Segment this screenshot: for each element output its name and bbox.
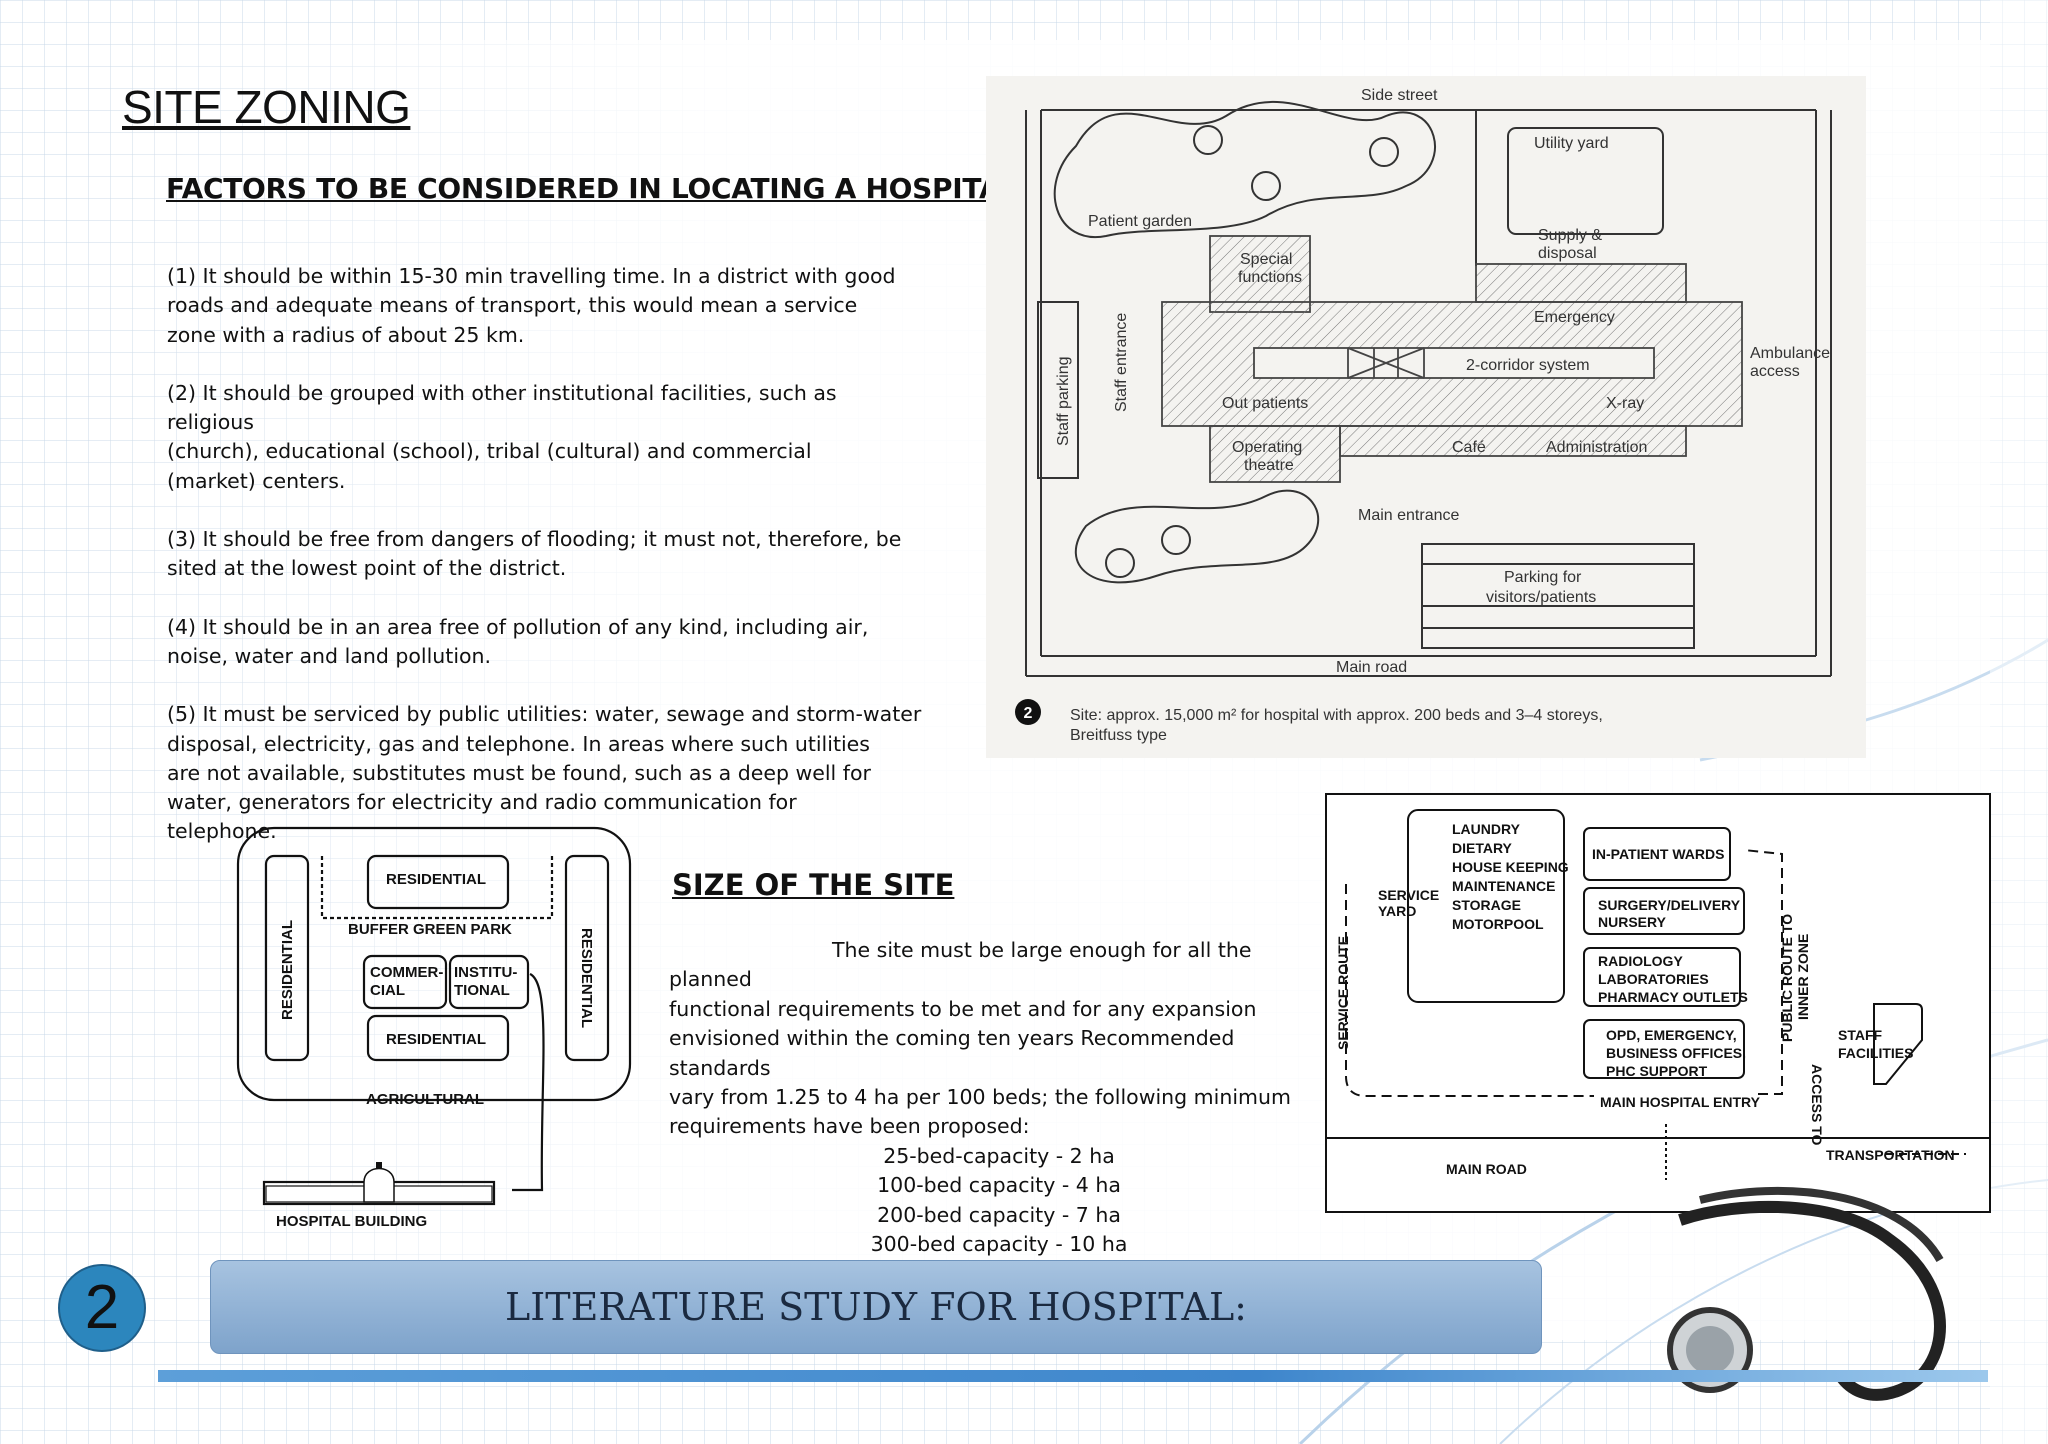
capacity-item: 300-bed capacity - 10 ha [870,1232,1128,1257]
svg-text:SERVICE ROUTE: SERVICE ROUTE [1335,936,1351,1050]
svg-text:RESIDENTIAL: RESIDENTIAL [386,871,486,888]
svg-text:PUBLIC ROUTE TO: PUBLIC ROUTE TO [1779,914,1795,1042]
footer-banner: LITERATURE STUDY FOR HOSPITAL: [210,1260,1542,1354]
svg-text:HOUSE KEEPING: HOUSE KEEPING [1452,859,1569,875]
label-main-road: Main road [1336,659,1407,676]
size-text: The site must be large enough for all th… [669,936,1329,1259]
capacity-item: 200-bed capacity - 7 ha [877,1202,1121,1227]
svg-text:BUSINESS OFFICES,: BUSINESS OFFICES, [1606,1045,1746,1061]
footer-accent-line [158,1370,1988,1382]
svg-text:SERVICE: SERVICE [1378,887,1439,903]
caption-line-2: Breitfuss type [1070,727,1167,744]
svg-text:MAINTENANCE: MAINTENANCE [1452,878,1555,894]
factor-3: (3) It should be free from dangers of fl… [167,527,902,581]
label-corridor: 2-corridor system [1466,357,1590,374]
svg-text:OPD, EMERGENCY,: OPD, EMERGENCY, [1606,1027,1737,1043]
caption-number: 2 [1024,705,1033,722]
svg-text:Parking for: Parking for [1504,569,1582,586]
svg-text:Supply &: Supply & [1538,227,1602,244]
site-plan-diagram: Side street Utility yard Patient garden … [986,76,1866,758]
factor-4: (4) It should be in an area free of poll… [167,614,869,668]
factors-list: (1) It should be within 15-30 min travel… [167,262,927,876]
svg-text:access: access [1750,363,1800,380]
label-side-street: Side street [1361,87,1438,104]
svg-text:FACILITIES: FACILITIES [1838,1045,1913,1061]
svg-text:RESIDENTIAL: RESIDENTIAL [578,928,595,1028]
svg-text:STAFF: STAFF [1838,1027,1883,1043]
svg-text:PHC SUPPORT: PHC SUPPORT [1606,1063,1708,1079]
factor-2: (2) It should be grouped with other inst… [167,380,837,493]
svg-text:Staff parking: Staff parking [1055,356,1072,446]
svg-text:RESIDENTIAL: RESIDENTIAL [386,1031,486,1048]
svg-text:YARD: YARD [1378,903,1416,919]
svg-text:MOTORPOOL: MOTORPOOL [1452,916,1544,932]
page-title: SITE ZONING [122,81,411,133]
zoning-diagram: RESIDENTIAL BUFFER GREEN PARK COMMER- CI… [236,826,632,1230]
label-main-entrance: Main entrance [1358,507,1459,524]
svg-text:Ambulance: Ambulance [1750,345,1830,362]
label-utility-yard: Utility yard [1534,135,1609,152]
svg-text:Staff entrance: Staff entrance [1113,313,1130,412]
svg-text:SURGERY/DELIVERY: SURGERY/DELIVERY [1598,897,1741,913]
capacity-item: 100-bed capacity - 4 ha [877,1173,1121,1198]
svg-text:MAIN HOSPITAL ENTRY: MAIN HOSPITAL ENTRY [1600,1094,1761,1110]
svg-text:TRANSPORTATION: TRANSPORTATION [1826,1147,1955,1163]
svg-text:functions: functions [1238,269,1302,286]
svg-text:ACCESS TO: ACCESS TO [1809,1064,1825,1146]
hospital-flow-diagram: LAUNDRY DIETARY HOUSE KEEPING MAINTENANC… [1325,793,1991,1213]
svg-text:disposal: disposal [1538,245,1597,262]
label-emergency: Emergency [1534,309,1615,326]
banner-title: LITERATURE STUDY FOR HOSPITAL: [504,1285,1247,1329]
svg-text:BUFFER GREEN PARK: BUFFER GREEN PARK [348,921,512,938]
svg-text:HOSPITAL BUILDING: HOSPITAL BUILDING [276,1213,427,1230]
label-xray: X-ray [1606,395,1644,412]
svg-text:RADIOLOGY: RADIOLOGY [1598,953,1683,969]
svg-text:STORAGE: STORAGE [1452,897,1521,913]
svg-text:INSTITU-: INSTITU- [454,964,517,981]
svg-text:DIETARY: DIETARY [1452,840,1513,856]
factor-1: (1) It should be within 15-30 min travel… [167,264,896,347]
size-heading: SIZE OF THE SITE [672,868,955,902]
svg-text:MAIN ROAD: MAIN ROAD [1446,1161,1527,1177]
svg-text:COMMER-: COMMER- [370,964,443,981]
label-cafe: Café [1452,439,1486,456]
svg-text:TIONAL: TIONAL [454,982,510,999]
factors-heading: FACTORS TO BE CONSIDERED IN LOCATING A H… [166,172,1029,205]
svg-text:INNER ZONE: INNER ZONE [1795,934,1811,1020]
factor-5: (5) It must be serviced by public utilit… [167,702,922,844]
svg-text:NURSERY: NURSERY [1598,914,1667,930]
page-number: 2 [58,1264,146,1352]
svg-text:visitors/patients: visitors/patients [1486,589,1596,606]
svg-text:LABORATORIES: LABORATORIES [1598,971,1709,987]
label-patient-garden: Patient garden [1088,213,1192,230]
svg-text:LAUNDRY: LAUNDRY [1452,821,1521,837]
svg-text:CIAL: CIAL [370,982,405,999]
svg-text:RESIDENTIAL: RESIDENTIAL [279,920,296,1020]
svg-text:theatre: theatre [1244,457,1294,474]
caption-line-1: Site: approx. 15,000 m² for hospital wit… [1070,707,1603,724]
svg-text:AGRICULTURAL: AGRICULTURAL [366,1091,484,1108]
svg-text:PHARMACY OUTLETS: PHARMACY OUTLETS [1598,989,1748,1005]
capacity-item: 25-bed-capacity - 2 ha [883,1143,1115,1168]
label-administration: Administration [1546,439,1647,456]
svg-text:Operating: Operating [1232,439,1302,456]
svg-text:Special: Special [1240,251,1292,268]
label-out-patients: Out patients [1222,395,1308,412]
svg-text:IN-PATIENT WARDS: IN-PATIENT WARDS [1592,846,1724,862]
